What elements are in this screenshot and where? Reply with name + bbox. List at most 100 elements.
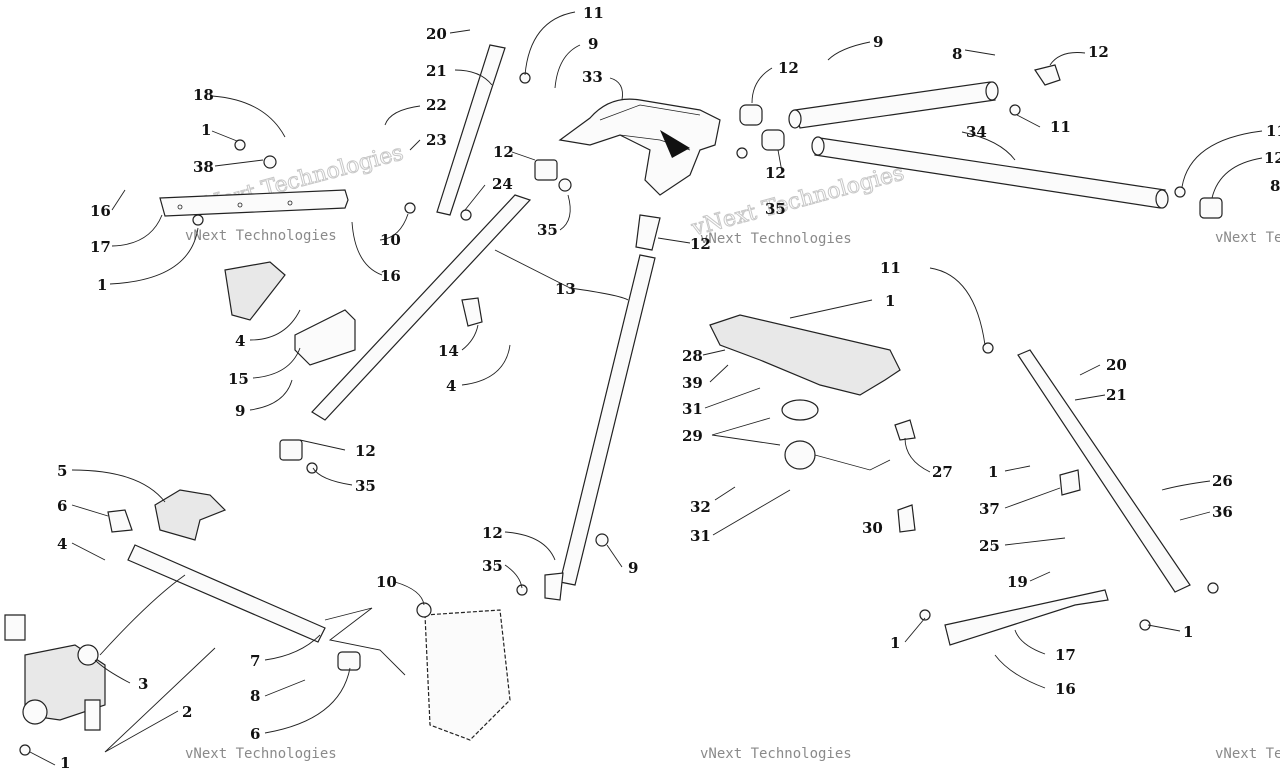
part-motor-assembly [4, 614, 106, 731]
callout-35: 35 [765, 200, 786, 218]
callout-12: 12 [778, 59, 799, 77]
callout-1: 1 [1183, 623, 1193, 641]
leader-lines [29, 11, 1263, 766]
callout-17: 17 [1055, 646, 1076, 664]
callout-1: 1 [201, 121, 211, 139]
watermark-text: vNext Technologies [700, 231, 852, 247]
callout-20: 20 [426, 25, 447, 43]
part-tie-rod-lower [811, 136, 1169, 209]
callout-20: 20 [1106, 356, 1127, 374]
callout-9: 9 [588, 35, 598, 53]
callout-26: 26 [1212, 472, 1233, 490]
callout-11: 11 [1266, 122, 1280, 140]
watermark-text: vNext Technologies [185, 228, 337, 244]
callout-12: 12 [355, 442, 376, 460]
callout-17: 17 [90, 238, 111, 256]
callout-4: 4 [446, 377, 456, 395]
callout-16: 16 [380, 267, 401, 285]
callout-28: 28 [682, 347, 703, 365]
callout-5: 5 [57, 462, 67, 480]
callout-8: 8 [1270, 177, 1280, 195]
part-bar-21-left [436, 44, 506, 216]
callout-11: 11 [583, 4, 604, 22]
callout-15: 15 [228, 370, 249, 388]
part-shaft-7 [127, 544, 326, 643]
callout-16: 16 [90, 202, 111, 220]
part-column-sleeve [635, 214, 661, 251]
callout-12: 12 [1088, 43, 1109, 61]
callout-6: 6 [57, 497, 67, 515]
callout-12: 12 [482, 524, 503, 542]
callout-35: 35 [355, 477, 376, 495]
part-bracket-5 [154, 489, 227, 541]
callout-12: 12 [1264, 149, 1280, 167]
callout-22: 22 [426, 96, 447, 114]
callout-39: 39 [682, 374, 703, 392]
part-frame-mount [424, 609, 511, 741]
part-bar-21-right [1017, 349, 1191, 593]
watermark-text: vNext Technologies [700, 746, 852, 762]
callout-4: 4 [57, 535, 67, 553]
part-tie-rod-upper [788, 81, 999, 129]
callout-25: 25 [979, 537, 1000, 555]
callout-35: 35 [537, 221, 558, 239]
watermark-text: vNext Technologies [1215, 746, 1280, 762]
callout-1: 1 [97, 276, 107, 294]
callout-9: 9 [628, 559, 638, 577]
callout-3: 3 [138, 675, 148, 693]
callout-12: 12 [493, 143, 514, 161]
callout-12: 12 [765, 164, 786, 182]
callout-16: 16 [1055, 680, 1076, 698]
callout-35: 35 [482, 557, 503, 575]
callout-27: 27 [932, 463, 953, 481]
callout-2: 2 [182, 703, 192, 721]
callout-9: 9 [235, 402, 245, 420]
part-tube-left [311, 194, 532, 421]
part-tube-center [559, 254, 656, 586]
callout-1: 1 [60, 754, 70, 768]
part-steering-bracket [558, 98, 721, 196]
callout-13: 13 [555, 280, 576, 298]
part-bracket-17-right [944, 589, 1109, 646]
callout-18: 18 [193, 86, 214, 104]
callout-1: 1 [988, 463, 998, 481]
callout-23: 23 [426, 131, 447, 149]
callout-4: 4 [235, 332, 245, 350]
callout-10: 10 [380, 231, 401, 249]
callout-8: 8 [952, 45, 962, 63]
part-harness-bracket [709, 314, 901, 471]
callout-11: 11 [1050, 118, 1071, 136]
callout-29: 29 [682, 427, 703, 445]
callout-14: 14 [438, 342, 459, 360]
callout-11: 11 [880, 259, 901, 277]
callout-6: 6 [250, 725, 260, 743]
callout-32: 32 [690, 498, 711, 516]
callout-1: 1 [890, 634, 900, 652]
callout-9: 9 [873, 33, 883, 51]
watermark-text: vNext Technologies [688, 161, 907, 242]
callout-36: 36 [1212, 503, 1233, 521]
callout-labels: 20 11 21 9 33 12 9 8 12 18 22 1 23 38 12… [57, 4, 1280, 768]
callout-33: 33 [582, 68, 603, 86]
callout-19: 19 [1007, 573, 1028, 591]
callout-38: 38 [193, 158, 214, 176]
small-hardware [19, 64, 1223, 756]
callout-7: 7 [250, 652, 260, 670]
part-bracket-17-left [159, 189, 349, 217]
arrow-marker [660, 130, 690, 158]
callout-30: 30 [862, 519, 883, 537]
callout-12: 12 [690, 235, 711, 253]
part-module-15 [224, 261, 356, 366]
callout-34: 34 [966, 123, 987, 141]
callout-37: 37 [979, 500, 1000, 518]
callout-21: 21 [426, 62, 447, 80]
watermark-text: vNext Technologies [1215, 230, 1280, 246]
watermark: vNext Technologies [688, 160, 908, 242]
callout-31: 31 [690, 527, 711, 545]
callout-31: 31 [682, 400, 703, 418]
callout-8: 8 [250, 687, 260, 705]
callout-21: 21 [1106, 386, 1127, 404]
watermark-text: vNext Technologies [185, 746, 337, 762]
